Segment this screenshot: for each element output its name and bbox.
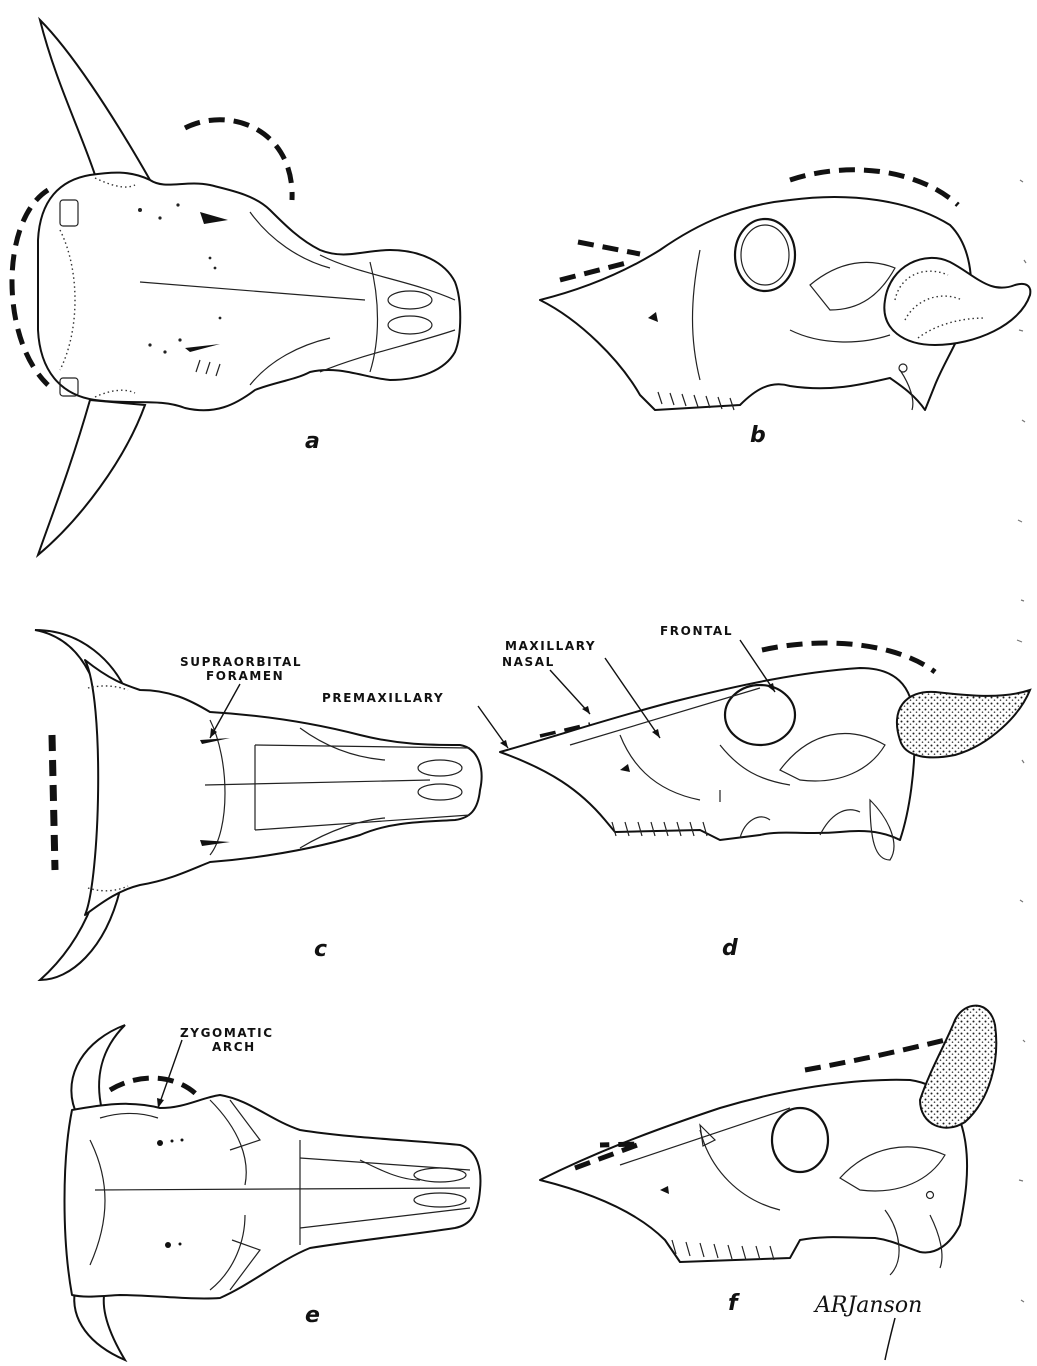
skull-a-horn-upper <box>40 20 150 180</box>
label-supraorbital-1: SUPRAORBITAL <box>180 655 302 669</box>
panel-letter-b: b <box>750 423 766 448</box>
skull-b-orbit <box>735 219 795 291</box>
skull-a-dorsal <box>12 20 460 555</box>
skull-e-horn-upper <box>71 1025 125 1110</box>
label-maxillary: MAXILLARY <box>505 639 596 653</box>
skull-f-horn <box>920 1006 996 1128</box>
label-zygomatic-2: ARCH <box>212 1040 256 1054</box>
panel-letter-a: a <box>305 429 320 454</box>
skull-b-horn <box>884 258 1030 345</box>
skull-e-dash-mark <box>110 1078 196 1094</box>
skull-c-dash-mark <box>52 735 55 870</box>
signature-underline <box>885 1318 895 1360</box>
skull-f-lateral <box>540 1006 996 1275</box>
label-zygomatic-1: ZYGOMATIC <box>180 1026 274 1040</box>
label-nasal: NASAL <box>502 655 555 669</box>
skull-d-outline <box>500 668 915 840</box>
skull-e-horn-lower <box>74 1290 125 1360</box>
artist-signature: ARJanson <box>813 1293 922 1318</box>
skull-f-dash-mark-1 <box>805 1040 945 1070</box>
skull-f-outline <box>540 1080 967 1262</box>
page-edge-marks <box>1017 180 1026 1302</box>
nasal-arrow <box>550 670 590 714</box>
panel-letter-c: c <box>314 937 327 962</box>
skull-d-orbit <box>725 685 795 745</box>
skull-a-outline <box>38 173 460 411</box>
panel-letter-f: f <box>728 1291 740 1316</box>
skull-b-dash-mark-2 <box>578 242 640 254</box>
skull-e-dorsal <box>65 1025 481 1360</box>
label-frontal: FRONTAL <box>660 624 733 638</box>
panel-letter-d: d <box>722 936 738 961</box>
skull-a-horn-lower <box>38 400 145 555</box>
skull-d-dash-mark-1 <box>762 643 935 672</box>
panel-letter-e: e <box>305 1303 320 1328</box>
skull-d-lateral <box>500 643 1030 860</box>
skull-b-lateral <box>540 170 1030 410</box>
label-premaxillary: PREMAXILLARY <box>322 691 444 705</box>
skull-d-horn <box>897 690 1030 757</box>
zygomatic-arrow <box>158 1040 182 1108</box>
skull-f-orbit <box>772 1108 828 1172</box>
label-supraorbital-2: FORAMEN <box>206 669 284 683</box>
